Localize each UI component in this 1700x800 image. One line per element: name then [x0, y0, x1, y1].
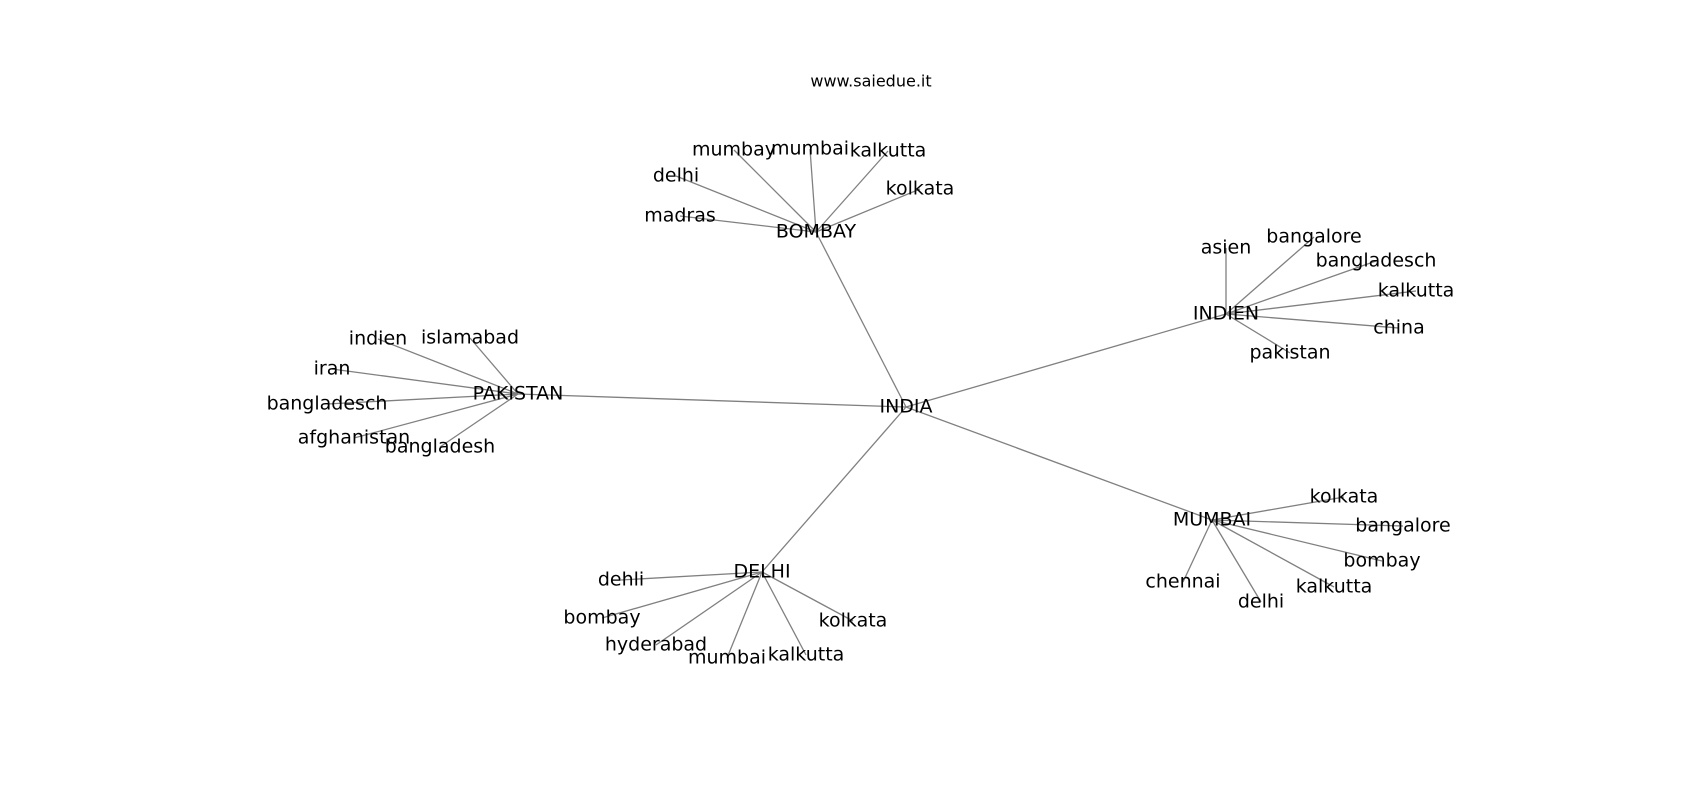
node-leaf-mumbai-delhi: delhi	[1238, 591, 1284, 613]
node-leaf-mumbai-kalkutta: kalkutta	[1296, 576, 1373, 598]
node-leaf-indien-asien: asien	[1201, 237, 1252, 259]
edge-bombay-mumbai	[809, 148, 817, 233]
edge-bombay-delhi	[675, 175, 817, 233]
node-leaf-delhi-hyderabad: hyderabad	[605, 634, 707, 656]
node-leaf-bombay-madras: madras	[644, 205, 716, 227]
node-leaf-indien-kalkutta: kalkutta	[1378, 280, 1455, 302]
edge-mumbai-bangalore	[1211, 519, 1404, 527]
node-hub-indien: INDIEN	[1193, 303, 1259, 325]
edge-bombay-mumbay	[733, 149, 817, 233]
node-hub-pakistan: PAKISTAN	[473, 383, 564, 405]
page-title: www.saiedue.it	[810, 72, 931, 91]
edge-mumbai-delhi	[1211, 519, 1262, 603]
node-leaf-mumbai-chennai: chennai	[1145, 571, 1220, 593]
edge-pakistan-afghanistan	[353, 393, 519, 439]
node-leaf-bombay-kalkutta: kalkutta	[850, 140, 927, 162]
edge-indien-bangalore	[1225, 236, 1315, 315]
node-leaf-delhi-dehli: dehli	[598, 569, 644, 591]
edge-delhi-hyderabad	[655, 571, 763, 646]
edge-indien-china	[1225, 313, 1400, 329]
edge-bombay-madras	[679, 215, 817, 233]
node-leaf-bombay-delhi: delhi	[653, 165, 699, 187]
edge-pakistan-indien	[377, 338, 519, 395]
edge-mumbai-chennai	[1182, 519, 1213, 583]
edge-india-delhi	[761, 406, 907, 573]
edge-pakistan-bangladesh	[439, 393, 519, 448]
node-hub-delhi: DELHI	[733, 561, 790, 583]
node-leaf-delhi-kalkutta: kalkutta	[768, 644, 845, 666]
edge-delhi-bombay	[601, 571, 763, 619]
node-leaf-pakistan-islamabad: islamabad	[421, 327, 519, 349]
edge-delhi-kalkutta	[761, 571, 807, 656]
edge-india-pakistan	[517, 393, 907, 408]
edge-delhi-mumbai	[726, 571, 763, 659]
node-leaf-pakistan-afghanistan: afghanistan	[298, 427, 410, 449]
node-leaf-delhi-bombay: bombay	[563, 607, 640, 629]
edge-india-bombay	[815, 231, 907, 408]
edge-indien-kalkutta	[1225, 290, 1417, 315]
node-hub-mumbai: MUMBAI	[1173, 509, 1251, 531]
edge-india-mumbai	[905, 406, 1213, 521]
node-leaf-mumbai-bangalore: bangalore	[1355, 515, 1450, 537]
edge-india-indien	[905, 313, 1227, 408]
node-leaf-pakistan-bangladesh: bangladesh	[385, 436, 495, 458]
edge-pakistan-islamabad	[469, 337, 519, 395]
node-leaf-delhi-mumbai: mumbai	[688, 647, 766, 669]
edge-mumbai-kolkata	[1211, 496, 1345, 521]
node-leaf-pakistan-indien: indien	[349, 328, 407, 350]
node-leaf-indien-bangalore: bangalore	[1266, 226, 1361, 248]
node-leaf-pakistan-iran: iran	[314, 358, 351, 380]
node-root-india: INDIA	[879, 396, 932, 418]
edge-pakistan-bangladesch	[326, 393, 519, 405]
node-leaf-bombay-kolkata: kolkata	[886, 178, 955, 200]
graph-edges	[326, 148, 1417, 659]
node-leaf-bombay-mumbay: mumbay	[692, 139, 776, 161]
node-hub-bombay: BOMBAY	[776, 221, 857, 243]
edge-delhi-dehli	[620, 571, 763, 581]
node-leaf-indien-pakistan: pakistan	[1249, 342, 1330, 364]
edge-indien-bangladesch	[1225, 260, 1377, 315]
edge-mumbai-bombay	[1211, 519, 1383, 562]
node-leaf-indien-china: china	[1373, 317, 1424, 339]
edge-indien-pakistan	[1225, 313, 1291, 354]
edge-bombay-kolkata	[815, 188, 921, 233]
node-leaf-bombay-mumbai: mumbai	[771, 138, 849, 160]
node-leaf-indien-bangladesch: bangladesch	[1316, 250, 1437, 272]
edge-mumbai-kalkutta	[1211, 519, 1335, 588]
node-leaf-delhi-kolkata: kolkata	[819, 610, 888, 632]
edge-delhi-kolkata	[761, 571, 854, 622]
node-leaf-mumbai-kolkata: kolkata	[1310, 486, 1379, 508]
node-leaf-pakistan-bangladesch: bangladesch	[267, 393, 388, 415]
edge-pakistan-iran	[331, 368, 519, 395]
node-leaf-mumbai-bombay: bombay	[1343, 550, 1420, 572]
edge-bombay-kalkutta	[815, 150, 889, 233]
